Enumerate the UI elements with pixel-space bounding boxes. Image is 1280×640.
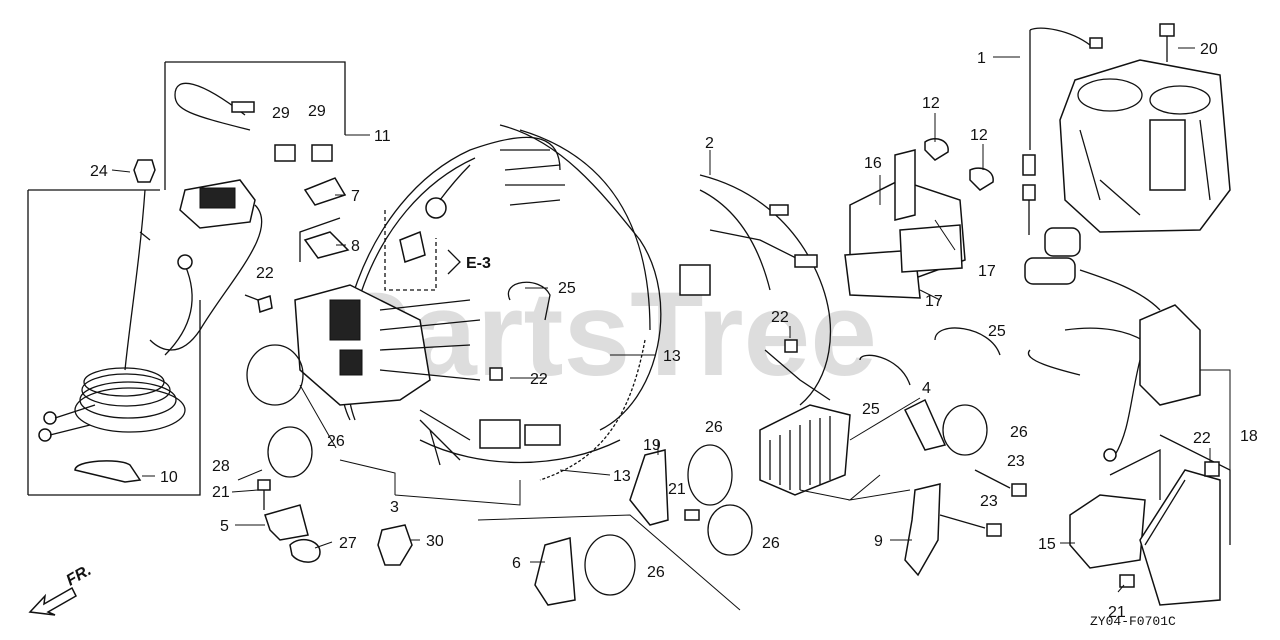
callout-26d[interactable]: 26 [762,535,780,552]
callout-13a[interactable]: 13 [663,348,681,365]
cable-1 [1022,27,1103,235]
callout-21b[interactable]: 21 [668,481,686,498]
callout-6[interactable]: 6 [512,555,521,572]
callout-4[interactable]: 4 [922,380,931,397]
callout-23b[interactable]: 23 [980,493,998,510]
bolt-20 [1159,23,1175,62]
callout-1[interactable]: 1 [977,50,986,67]
callout-22c[interactable]: 22 [771,309,789,326]
callout-23a[interactable]: 23 [1007,453,1025,470]
bolts-22 [489,339,1220,477]
bands-26 [246,344,988,596]
callout-25c[interactable]: 25 [862,401,880,418]
callout-3[interactable]: 3 [390,499,399,516]
front-direction-arrow-icon [28,586,77,616]
callout-26a[interactable]: 26 [327,433,345,450]
battery-cable [27,61,346,496]
ignition-coil [1024,227,1161,346]
sub-harness [699,174,832,406]
e3-reference-label: E-3 [466,255,491,272]
clip-12 [924,138,994,191]
callout-29b[interactable]: 29 [308,103,326,120]
cdi-unit [1027,304,1201,462]
callout-11[interactable]: 11 [374,128,391,145]
callout-21c[interactable]: 21 [1108,604,1126,621]
clip-27 [289,538,321,563]
bracket-4 [903,398,947,451]
callout-27[interactable]: 27 [339,535,357,552]
callout-22a[interactable]: 22 [256,265,274,282]
e3-reference-box [384,210,461,291]
bracket-9 [904,483,941,577]
callout-26b[interactable]: 26 [705,419,723,436]
callout-29a[interactable]: 29 [272,105,290,122]
bracket-19 [629,449,669,526]
leader-lines [111,47,1231,611]
callout-25a[interactable]: 25 [558,280,576,297]
battery-terminal-nut [133,159,156,183]
callout-5[interactable]: 5 [220,518,229,535]
callouts: 1 2 3 4 5 6 7 8 9 10 11 12 12 13 13 15 1… [90,41,1258,621]
grommet-30 [377,524,413,566]
bands-25 [507,281,1001,386]
starter-solenoid [149,82,263,351]
callout-21a[interactable]: 21 [212,484,230,501]
callout-17a[interactable]: 17 [978,263,996,280]
callout-19[interactable]: 19 [643,437,661,454]
figure-code: ZY04-F0701C [1090,614,1176,629]
callout-30[interactable]: 30 [426,533,444,550]
bracket-6 [534,537,576,606]
band-clip-10 [74,460,142,483]
band-28 [267,426,313,478]
corrugated-tube [539,339,646,481]
bracket-8 [299,217,350,262]
main-harness [294,124,711,466]
main-switch [399,164,471,263]
callout-8[interactable]: 8 [351,238,360,255]
callout-28[interactable]: 28 [212,458,230,475]
bolt-22-left [244,294,273,313]
cdi-bracket-15 [1069,434,1231,606]
callout-22b[interactable]: 22 [530,371,548,388]
regulator-rectifier [759,404,851,496]
callout-26c[interactable]: 26 [1010,424,1028,441]
callout-15[interactable]: 15 [1038,536,1056,553]
callout-9[interactable]: 9 [874,533,883,550]
callout-25b[interactable]: 25 [988,323,1006,340]
callout-13b[interactable]: 13 [613,468,631,485]
callout-12a[interactable]: 12 [922,95,940,112]
callout-22d[interactable]: 22 [1193,430,1211,447]
front-direction-label: FR. [64,562,95,590]
callout-12b[interactable]: 12 [970,127,988,144]
callout-24[interactable]: 24 [90,163,108,180]
callout-20[interactable]: 20 [1200,41,1218,58]
callout-7[interactable]: 7 [351,188,360,205]
callout-18[interactable]: 18 [1240,428,1258,445]
bracket-7 [303,177,347,206]
callout-17b[interactable]: 17 [925,293,943,310]
connector-29 [274,144,333,162]
callout-10[interactable]: 10 [160,469,178,486]
bracket-5 [264,504,309,541]
callout-2[interactable]: 2 [705,135,714,152]
engine-block [1059,59,1231,233]
callout-26e[interactable]: 26 [647,564,665,581]
callout-16[interactable]: 16 [864,155,882,172]
bolts-21-23 [257,469,1135,588]
